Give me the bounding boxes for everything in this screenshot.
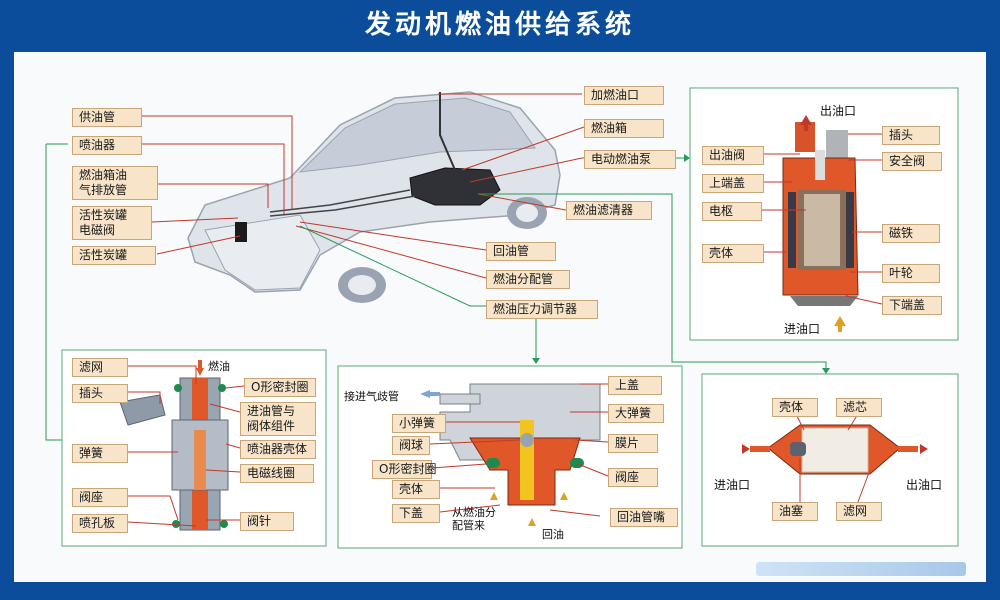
label-tank-vent-tube: 燃油箱油 气排放管 — [72, 166, 158, 200]
regulator-label-return-nozzle: 回油管嘴 — [610, 508, 678, 527]
label-pressure-regulator: 燃油压力调节器 — [486, 300, 598, 319]
injector-label-housing: 喷油器壳体 — [240, 440, 316, 459]
label-canister: 活性炭罐 — [72, 246, 156, 265]
pump-label-safety-valve: 安全阀 — [882, 152, 942, 171]
filter-label-plug: 油塞 — [772, 502, 818, 521]
regulator-label-diaphragm: 膜片 — [608, 434, 658, 453]
filter-outlet-text: 出油口 — [906, 478, 943, 492]
regulator-label-lower-cover: 下盖 — [392, 504, 440, 523]
pump-inlet-text: 进油口 — [784, 322, 821, 336]
filter-illustration — [750, 424, 918, 475]
page-title: 发动机燃油供给系统 — [364, 10, 635, 40]
label-tank-vent-tube-line2: 气排放管 — [79, 183, 128, 197]
label-fuel-filter: 燃油滤清器 — [566, 201, 652, 220]
pump-label-housing: 壳体 — [702, 244, 764, 263]
label-distribution-pipe: 燃油分配管 — [486, 270, 570, 289]
injector-label-coil: 电磁线圈 — [240, 464, 314, 483]
pump-label-armature: 电枢 — [702, 202, 762, 221]
label-canister-valve: 活性炭罐 电磁阀 — [72, 206, 152, 240]
filter-label-element: 滤芯 — [836, 398, 882, 417]
injector-label-nozzle-plate: 喷孔板 — [72, 514, 128, 533]
injector-label-inlet-pipe: 进油管与 阀体组件 — [240, 402, 316, 436]
injector-fuel-text: 燃油 — [208, 360, 230, 373]
injector-label-valve-seat: 阀座 — [72, 488, 128, 507]
label-canister-valve-line1: 活性炭罐 — [79, 208, 128, 222]
pump-label-lower-cover: 下端盖 — [882, 296, 942, 315]
pump-illustration — [782, 122, 859, 306]
pump-label-outlet-valve: 出油阀 — [702, 146, 764, 165]
regulator-label-small-spring: 小弹簧 — [392, 414, 446, 433]
injector-label-o-ring: O形密封圈 — [244, 378, 316, 397]
regulator-from-dist-line2: 配管来 — [452, 519, 485, 532]
label-electric-pump: 电动燃油泵 — [584, 150, 676, 169]
label-fuel-tank: 燃油箱 — [584, 119, 664, 138]
filter-label-housing: 壳体 — [772, 398, 818, 417]
pump-label-magnet: 磁铁 — [882, 224, 940, 243]
label-supply-pipe: 供油管 — [72, 108, 142, 127]
regulator-to-manifold-text: 接进气歧管 — [344, 390, 399, 403]
label-tank-vent-tube-line1: 燃油箱油 — [79, 168, 128, 182]
injector-label-filter-screen: 滤网 — [72, 358, 128, 377]
regulator-label-valve-ball: 阀球 — [392, 436, 430, 455]
label-canister-valve-line2: 电磁阀 — [79, 223, 116, 237]
regulator-from-dist-text: 从燃油分 配管来 — [452, 506, 496, 532]
regulator-label-o-ring: O形密封圈 — [372, 460, 436, 479]
injector-label-needle: 阀针 — [240, 512, 294, 531]
filter-inlet-text: 进油口 — [714, 478, 751, 492]
filter-label-screen: 滤网 — [836, 502, 882, 521]
label-return-pipe: 回油管 — [486, 242, 556, 261]
car-illustration — [187, 91, 561, 303]
injector-label-inlet-pipe-line2: 阀体组件 — [247, 419, 296, 433]
pump-outlet-text: 出油口 — [820, 104, 857, 118]
injector-label-spring: 弹簧 — [72, 444, 128, 463]
regulator-label-large-spring: 大弹簧 — [608, 404, 664, 423]
regulator-from-dist-line1: 从燃油分 — [452, 506, 496, 519]
label-filler-port: 加燃油口 — [584, 86, 664, 105]
injector-label-plug: 插头 — [72, 384, 128, 403]
regulator-label-upper-cover: 上盖 — [608, 376, 662, 395]
injector-label-inlet-pipe-line1: 进油管与 — [247, 404, 296, 418]
regulator-label-housing: 壳体 — [392, 480, 440, 499]
injector-illustration — [119, 377, 229, 531]
regulator-label-valve-seat: 阀座 — [608, 468, 658, 487]
pump-label-impeller: 叶轮 — [882, 264, 940, 283]
label-injector: 喷油器 — [72, 136, 142, 155]
pump-label-upper-cover: 上端盖 — [702, 174, 764, 193]
pump-label-plug: 插头 — [882, 126, 940, 145]
bottom-strip — [756, 562, 966, 576]
regulator-return-oil-text: 回油 — [542, 528, 564, 541]
